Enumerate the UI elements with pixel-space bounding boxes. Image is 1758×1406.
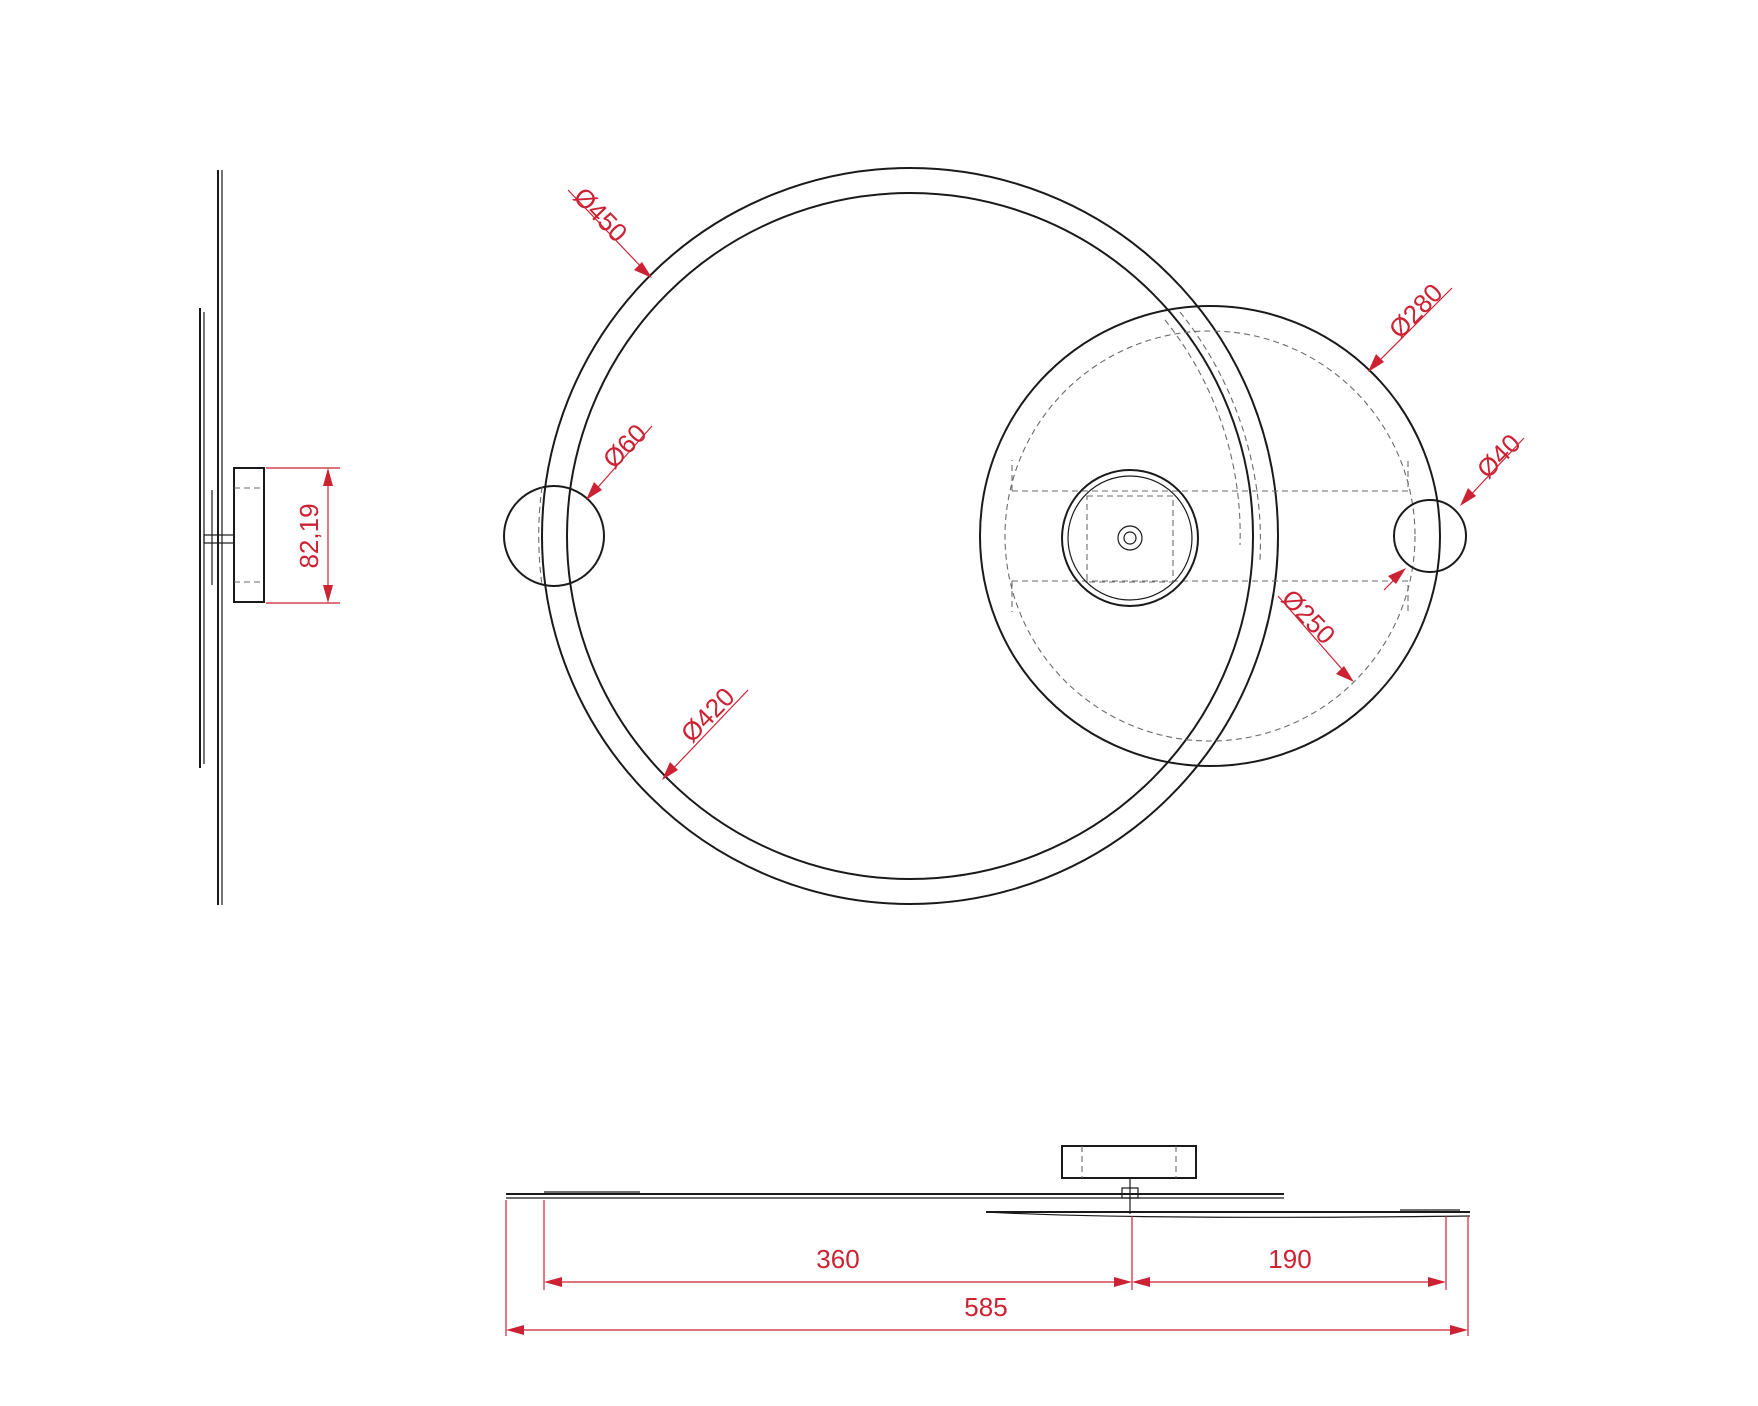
dim-40-leader (1465, 437, 1525, 501)
center-hub-core (1123, 531, 1137, 545)
sphere-left-hidden-ring (538, 486, 543, 586)
dim-190-label: 190 (1268, 1244, 1311, 1274)
dim-280-leader (1373, 287, 1453, 367)
dim-190-arrow-left (1132, 1277, 1150, 1287)
bracket-hidden-bottom (1012, 580, 1409, 612)
medium-disc-outer (979, 305, 1441, 767)
sphere-left (503, 485, 605, 587)
large-ring-hidden-outer (1179, 311, 1261, 561)
dim-280-arrow (1368, 354, 1384, 372)
dim-420-label: Ø420 (675, 682, 741, 749)
dim-450-label: Ø450 (568, 181, 634, 248)
dim-40-label: Ø40 (1471, 428, 1527, 484)
dim-585-arrow-left (506, 1325, 524, 1335)
dim-420-leader (667, 689, 749, 775)
dim-190-arrow-right (1428, 1277, 1446, 1287)
top-medium-disc-curve (985, 1211, 1471, 1218)
dim-60-leader (591, 425, 653, 495)
top-canopy (1061, 1145, 1197, 1179)
dim-360-arrow-right (1114, 1277, 1132, 1287)
dim-280-label: Ø280 (1383, 278, 1449, 345)
dim-250-leader (1277, 595, 1349, 677)
dim-40-arrow (1460, 488, 1476, 506)
canopy-inner (1067, 475, 1193, 601)
dim-60-label: Ø60 (597, 418, 653, 474)
dim-250-arrow (1336, 666, 1354, 682)
top-view: 360 190 585 (505, 1145, 1471, 1336)
canopy-outer (1061, 469, 1199, 607)
dim-450-leader (567, 189, 647, 273)
bracket-hidden-top (1012, 460, 1409, 492)
canopy-mount-hidden (1086, 495, 1174, 583)
dim-585-arrow-right (1450, 1325, 1468, 1335)
dim-450-arrow (634, 262, 652, 278)
center-hub (1117, 525, 1143, 551)
dim-250-label: Ø250 (1276, 583, 1342, 650)
sphere-right (1393, 499, 1467, 573)
dim-420-arrow (662, 762, 678, 780)
dim-60-arrow (586, 482, 602, 500)
side-view: 82,19 (199, 170, 340, 905)
large-ring-hidden-inner (1164, 319, 1241, 546)
large-ring-inner (566, 192, 1254, 880)
dim-height-label: 82,19 (294, 503, 324, 568)
dim-585-label: 585 (964, 1292, 1007, 1322)
dim-40-arrow-2 (1388, 568, 1406, 584)
dim-height-arrow-bottom (323, 585, 333, 603)
front-view: Ø450 Ø420 Ø60 Ø280 Ø250 Ø40 (503, 167, 1527, 905)
dim-360-label: 360 (816, 1244, 859, 1274)
dim-height-arrow-top (323, 468, 333, 486)
large-ring-outer (541, 167, 1279, 905)
side-canopy (233, 467, 265, 603)
medium-disc-inner-hidden (1004, 330, 1416, 742)
dim-360-arrow-left (544, 1277, 562, 1287)
